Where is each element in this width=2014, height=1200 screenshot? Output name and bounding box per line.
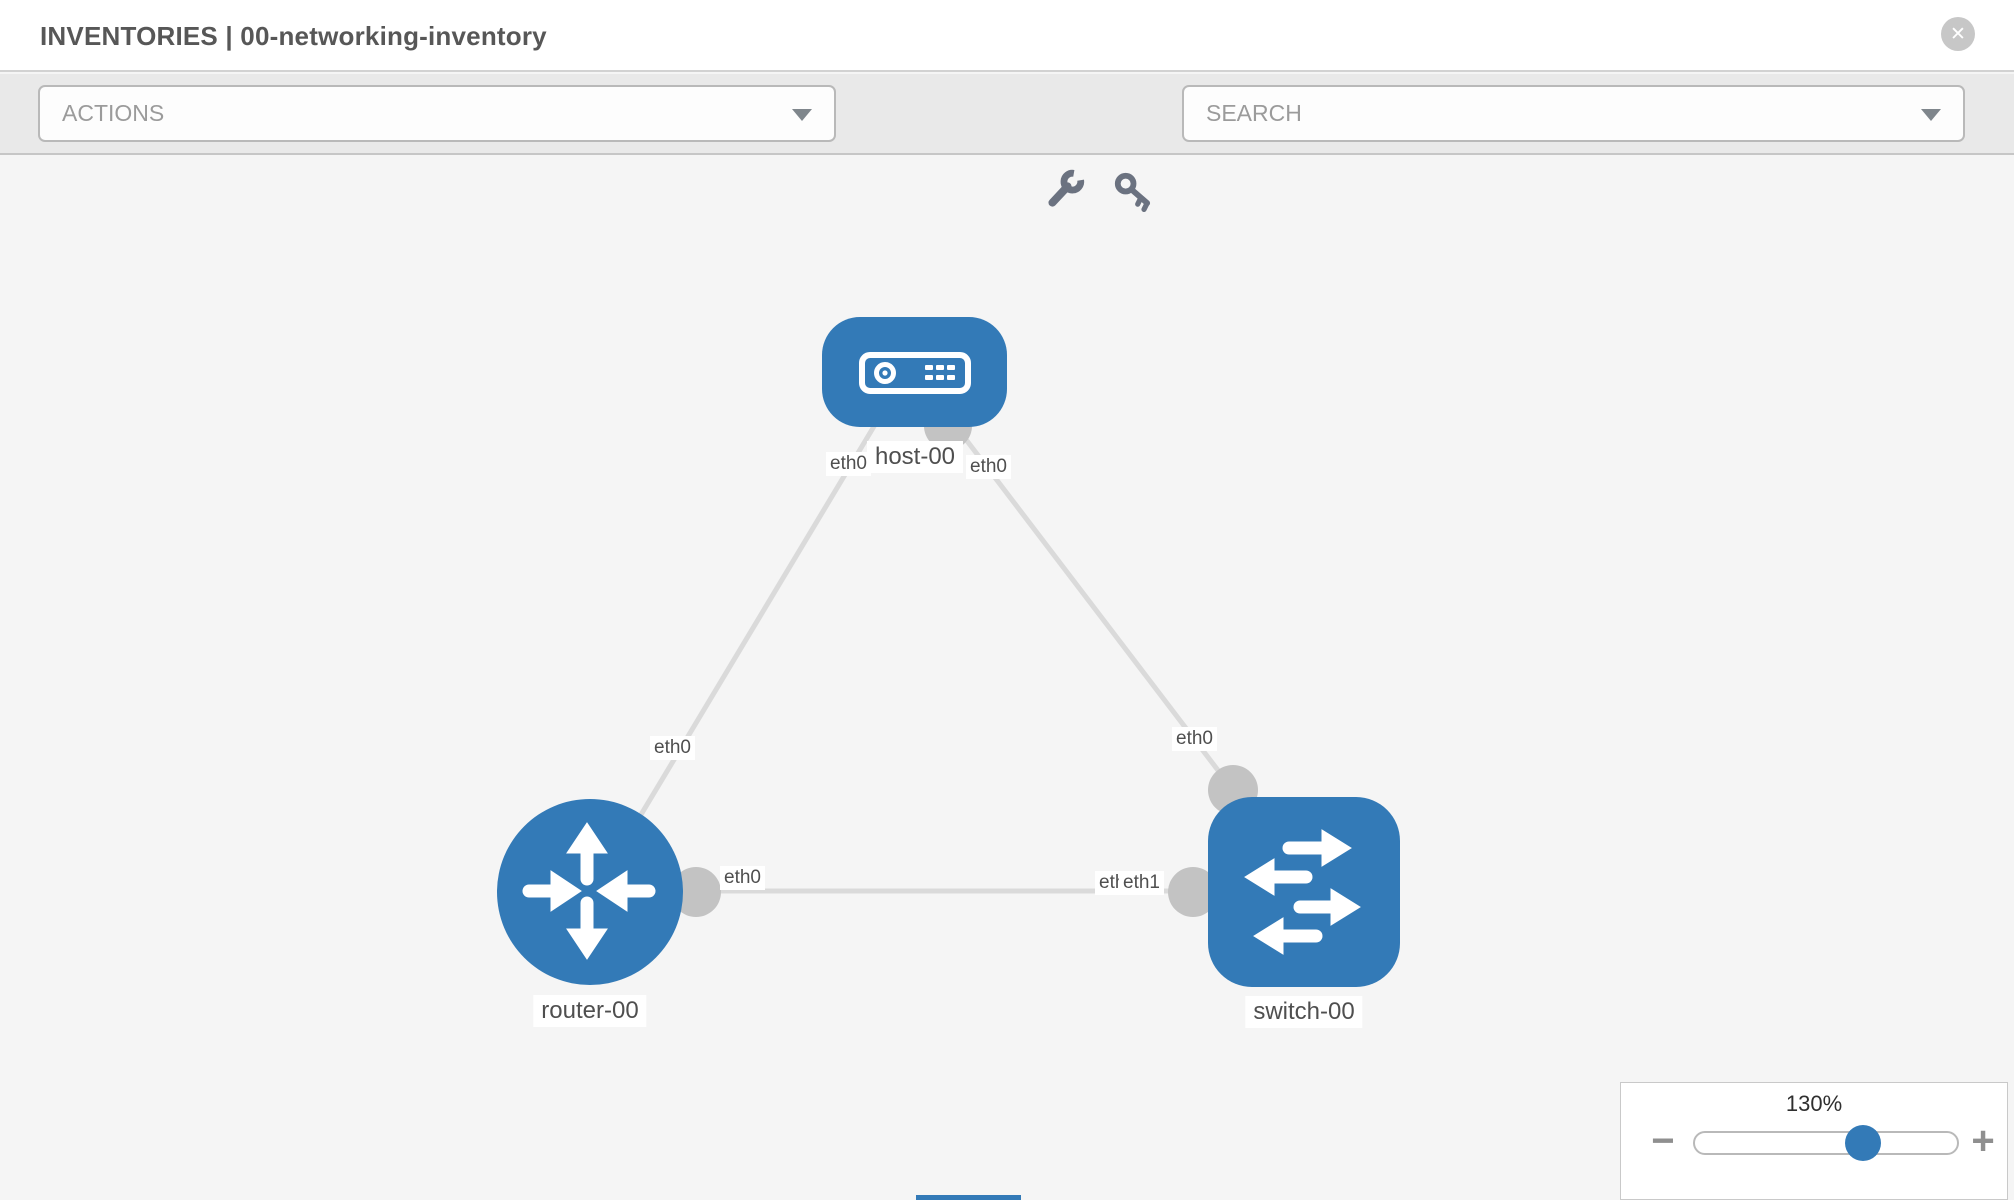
zoom-out-button[interactable]: −: [1643, 1121, 1683, 1163]
node-label-host: host-00: [866, 441, 964, 473]
interface-label-host-to-switch: eth0: [966, 455, 1011, 479]
zoom-in-button[interactable]: +: [1963, 1121, 2003, 1163]
toolbar: ACTIONS SEARCH: [0, 74, 2014, 212]
link-host-router[interactable]: [594, 406, 888, 890]
interface-label-router-to-host: eth0: [650, 736, 695, 760]
node-label-switch: switch-00: [1245, 996, 1363, 1028]
zoom-panel: 130% − +: [1620, 1082, 2008, 1200]
node-router[interactable]: [497, 799, 683, 985]
interface-label-switch-left-over: eth1: [1119, 871, 1164, 895]
minus-icon: −: [1651, 1119, 1675, 1163]
switch-icon: [1244, 829, 1361, 955]
topology-canvas[interactable]: [0, 155, 2014, 1200]
search-dropdown[interactable]: SEARCH: [1182, 85, 1965, 142]
wrench-icon[interactable]: [1044, 168, 1086, 210]
router-icon: [522, 822, 656, 960]
port-circle-switch-left: [1168, 867, 1218, 917]
host-icon: [859, 352, 971, 394]
zoom-slider-track[interactable]: [1693, 1131, 1959, 1155]
clipped-node-edge: [916, 1195, 1021, 1200]
node-switch[interactable]: [1208, 797, 1400, 987]
search-dropdown-label: SEARCH: [1206, 100, 1302, 126]
actions-dropdown-label: ACTIONS: [62, 100, 165, 126]
port-circle-router: [671, 867, 721, 917]
key-icon[interactable]: [1112, 170, 1154, 212]
close-icon: ✕: [1950, 23, 1966, 45]
node-host[interactable]: [822, 317, 1007, 427]
header-bar: INVENTORIES | 00-networking-inventory ✕: [0, 0, 2014, 72]
interface-label-switch-to-host: eth0: [1172, 727, 1217, 751]
zoom-slider-handle[interactable]: [1845, 1125, 1881, 1161]
plus-icon: +: [1971, 1119, 1995, 1163]
zoom-level: 130%: [1785, 1091, 1843, 1116]
close-button[interactable]: ✕: [1941, 17, 1975, 51]
chevron-down-icon: [1921, 108, 1941, 121]
actions-dropdown[interactable]: ACTIONS: [38, 85, 836, 142]
interface-label-router-to-switch: eth0: [720, 866, 765, 890]
chevron-down-icon: [792, 108, 812, 121]
page-title: INVENTORIES | 00-networking-inventory: [40, 21, 547, 51]
node-label-router: router-00: [533, 995, 647, 1027]
interface-label-host-to-router: eth0: [826, 452, 871, 476]
